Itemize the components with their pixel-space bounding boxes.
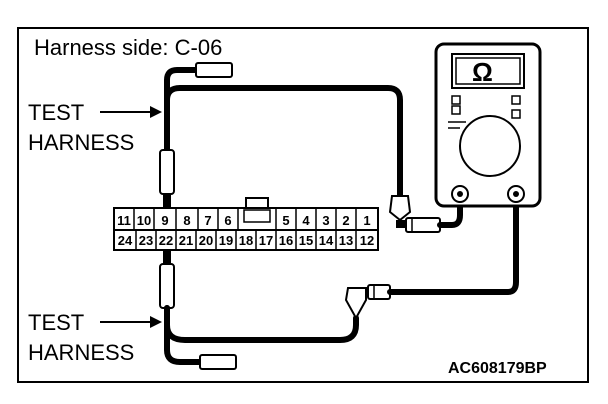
pin-6: 6 bbox=[224, 213, 231, 228]
pin-23: 23 bbox=[139, 233, 153, 248]
top-probe-icon bbox=[159, 149, 175, 208]
pin-13: 13 bbox=[339, 233, 353, 248]
pin-14: 14 bbox=[319, 233, 334, 248]
test-harness-top-line2: HARNESS bbox=[28, 130, 134, 155]
pin-8: 8 bbox=[183, 213, 190, 228]
meter-leads bbox=[387, 191, 519, 295]
pin-15: 15 bbox=[299, 233, 313, 248]
pin-16: 16 bbox=[279, 233, 293, 248]
ohm-symbol: Ω bbox=[472, 57, 493, 87]
pin-3: 3 bbox=[322, 213, 329, 228]
pin-22: 22 bbox=[159, 233, 173, 248]
test-harness-bottom-line1: TEST bbox=[28, 310, 84, 335]
multimeter-icon: Ω bbox=[434, 42, 542, 208]
pin-18: 18 bbox=[239, 233, 253, 248]
test-harness-label-bottom: TEST HARNESS bbox=[28, 310, 134, 365]
pin-5: 5 bbox=[282, 213, 289, 228]
connector-key-tab bbox=[245, 197, 269, 209]
test-harness-label-top: TEST HARNESS bbox=[28, 100, 134, 155]
test-harness-bottom-line2: HARNESS bbox=[28, 340, 134, 365]
bottom-harness-wires bbox=[164, 305, 359, 365]
pin-4: 4 bbox=[302, 213, 310, 228]
pin-2: 2 bbox=[342, 213, 349, 228]
pin-7: 7 bbox=[204, 213, 211, 228]
pin-24: 24 bbox=[118, 233, 133, 248]
test-harness-top-line1: TEST bbox=[28, 100, 84, 125]
figure-code: AC608179BP bbox=[448, 360, 547, 377]
pin-11: 11 bbox=[117, 213, 131, 228]
connector-c06: 11 10 9 8 7 6 5 4 3 2 1 24 23 22 21 20 1… bbox=[113, 197, 379, 251]
pin-20: 20 bbox=[199, 233, 213, 248]
clip-bottom-icon bbox=[344, 284, 391, 321]
selector-dial bbox=[459, 115, 521, 177]
pin-19: 19 bbox=[219, 233, 233, 248]
arrow-bottom bbox=[100, 316, 162, 328]
top-harness-wires bbox=[164, 67, 403, 198]
top-plug-icon bbox=[195, 62, 233, 78]
pin-9: 9 bbox=[161, 213, 168, 228]
pin-1: 1 bbox=[363, 213, 370, 228]
pin-12: 12 bbox=[360, 233, 374, 248]
pin-10: 10 bbox=[137, 213, 151, 228]
arrow-top bbox=[100, 106, 162, 118]
diagram-title: Harness side: C-06 bbox=[34, 35, 222, 60]
pin-17: 17 bbox=[259, 233, 273, 248]
pin-21: 21 bbox=[179, 233, 193, 248]
bottom-plug-icon bbox=[199, 354, 237, 370]
